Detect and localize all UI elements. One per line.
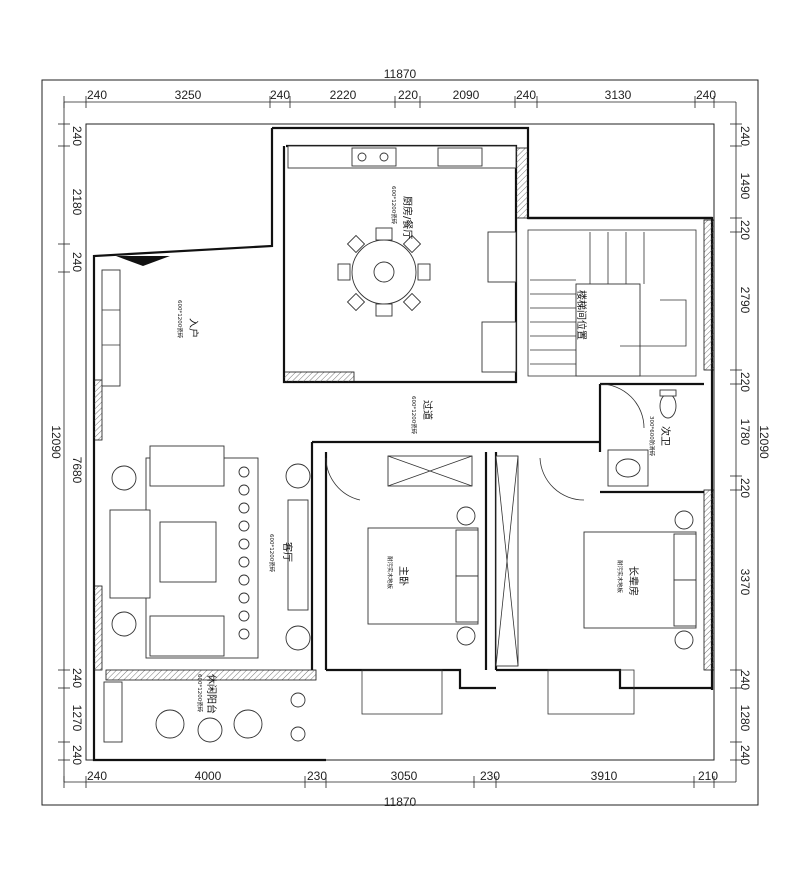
- right-dim-8: 3370: [738, 569, 752, 596]
- right-dim-1: 240: [738, 126, 752, 146]
- kitchen-label: 厨房/餐厅: [401, 196, 414, 239]
- window-bay-master: [361, 669, 443, 715]
- wall-hatch-kitchen: [283, 371, 355, 383]
- bottom-dim-4: 3050: [391, 769, 418, 783]
- left-dim-4: 7680: [70, 457, 84, 484]
- left-dim-6: 1270: [70, 705, 84, 732]
- entry-cabinet: [101, 256, 170, 387]
- master-bed-icon: [367, 506, 479, 646]
- kitchen-spec: 600*1200瓷砖: [390, 186, 398, 225]
- right-dim-6: 1780: [738, 419, 752, 446]
- top-dim-1: 240: [87, 88, 107, 102]
- wall-hatch-kitchen-right: [515, 147, 529, 219]
- balcony-label: 休闲阳台: [205, 674, 218, 714]
- dimension-lines: [63, 101, 737, 783]
- elder-bed-icon: [583, 510, 697, 650]
- wall-hatch-bedroom: [703, 489, 715, 671]
- right-dimension-chain: 240 1490 220 2790 220 1780 220 3370 240 …: [738, 126, 752, 765]
- right-dim-5: 220: [738, 372, 752, 392]
- bottom-dimension-chain: 240 4000 230 3050 230 3910 210: [87, 769, 718, 783]
- entry-door-marker-icon: [116, 256, 170, 266]
- bottom-dim-ticks: [63, 776, 715, 788]
- top-dim-4: 2220: [330, 88, 357, 102]
- top-dim-ticks: [63, 96, 715, 108]
- bottom-dim-2: 4000: [195, 769, 222, 783]
- right-dim-10: 1280: [738, 705, 752, 732]
- left-dim-5: 240: [70, 668, 84, 688]
- top-dim-2: 3250: [175, 88, 202, 102]
- top-dimension-chain: 240 3250 240 2220 220 2090 240 3130 240: [87, 88, 716, 102]
- living-label: 客厅: [281, 542, 294, 562]
- top-dim-7: 240: [516, 88, 536, 102]
- left-dim-7: 240: [70, 745, 84, 765]
- bottom-dim-7: 210: [698, 769, 718, 783]
- left-dim-ticks: [58, 123, 70, 761]
- bottom-dim-5: 230: [480, 769, 500, 783]
- top-dim-5: 220: [398, 88, 418, 102]
- balcony-furniture: [103, 681, 306, 743]
- bath-fixtures: [599, 383, 677, 487]
- left-dim-2: 2180: [70, 189, 84, 216]
- balcony-spec: 600*1200瓷砖: [196, 674, 204, 713]
- entry-spec: 600*1200瓷砖: [176, 300, 184, 339]
- top-dim-6: 2090: [453, 88, 480, 102]
- wall-hatch-left-2: [93, 585, 103, 671]
- left-dim-3: 240: [70, 252, 84, 272]
- top-dim-8: 3130: [605, 88, 632, 102]
- living-spec: 600*1200瓷砖: [268, 534, 276, 573]
- stairs-icon: [530, 232, 687, 377]
- entry-label: 入户: [187, 318, 200, 338]
- bath-spec: 300*600防滑砖: [648, 416, 656, 457]
- stair-label: 楼梯间位置: [575, 290, 588, 340]
- overall-width-top: 11870: [384, 67, 417, 81]
- top-dim-3: 240: [270, 88, 290, 102]
- top-dim-9: 240: [696, 88, 716, 102]
- dining-table-icon: [337, 227, 431, 317]
- right-dim-ticks: [730, 123, 742, 761]
- corridor-cabinets: [325, 455, 585, 667]
- living-rug-circles: [238, 466, 250, 640]
- window-bay-elder: [547, 669, 635, 715]
- right-dim-11: 240: [738, 745, 752, 765]
- master-label: 主卧: [397, 566, 410, 586]
- kitchen-fixtures: [287, 145, 517, 373]
- right-dim-3: 220: [738, 220, 752, 240]
- bottom-dim-1: 240: [87, 769, 107, 783]
- elder-spec: 耐污实木地板: [616, 560, 624, 594]
- wall-hatch-stair: [703, 219, 715, 371]
- right-dim-4: 2790: [738, 287, 752, 314]
- wall-hatch-balcony: [105, 669, 317, 681]
- overall-width-bottom: 11870: [384, 795, 417, 809]
- right-dim-2: 1490: [738, 173, 752, 200]
- left-dim-1: 240: [70, 126, 84, 146]
- room-labels: 厨房/餐厅 600*1200瓷砖 入户 600*1200瓷砖 楼梯间位置 过道 …: [176, 186, 672, 714]
- bath-label: 次卫: [659, 426, 672, 446]
- right-dim-7: 220: [738, 478, 752, 498]
- outer-frame: [41, 79, 759, 806]
- overall-height-right: 12090: [757, 425, 771, 459]
- left-dimension-chain: 240 2180 240 7680 240 1270 240: [70, 126, 84, 765]
- master-spec: 耐污实木地板: [386, 556, 394, 590]
- elder-label: 长辈房: [627, 566, 640, 596]
- corridor-label: 过道: [421, 400, 434, 420]
- bottom-dim-3: 230: [307, 769, 327, 783]
- corridor-spec: 600*1200瓷砖: [410, 396, 418, 435]
- wall-hatch-left: [93, 379, 103, 441]
- inner-frame: [85, 123, 715, 761]
- living-room-furniture: [109, 445, 311, 659]
- overall-height-left: 12090: [49, 425, 63, 459]
- right-dim-9: 240: [738, 670, 752, 690]
- bottom-dim-6: 3910: [591, 769, 618, 783]
